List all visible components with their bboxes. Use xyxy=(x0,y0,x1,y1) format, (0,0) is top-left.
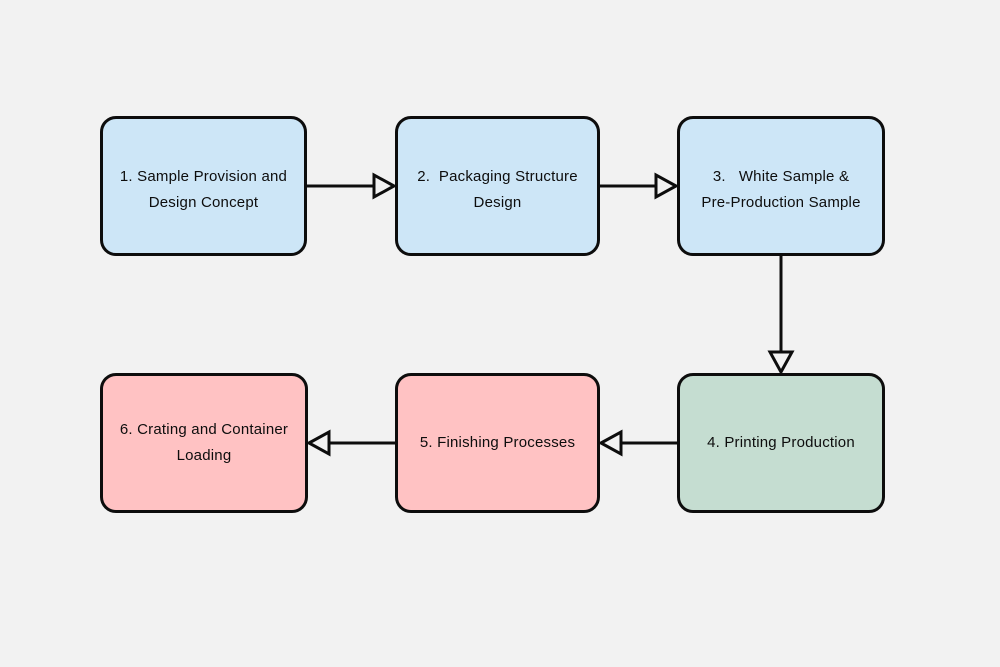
flow-node-packaging-structure: 2. Packaging Structure Design xyxy=(395,116,600,256)
arrowhead-right-icon xyxy=(372,172,398,200)
node-label-line: 6. Crating and Container xyxy=(119,421,289,438)
arrow-1-to-2 xyxy=(307,172,398,200)
node-label: 3. White Sample & Pre-Production Sample xyxy=(701,156,860,216)
node-label: 6. Crating and Container Loading xyxy=(120,417,288,469)
node-label-line: 2. Packaging Structure xyxy=(417,168,578,185)
node-label-line: Design Concept xyxy=(148,194,259,211)
node-label-line: 3. White Sample & xyxy=(712,168,850,185)
node-label-line: 5. Finishing Processes xyxy=(419,434,576,451)
flow-node-crating-loading: 6. Crating and Container Loading xyxy=(100,373,308,513)
node-label-line: Pre-Production Sample xyxy=(701,194,861,211)
flow-node-white-sample: 3. White Sample & Pre-Production Sample xyxy=(677,116,885,256)
arrowhead-down-icon xyxy=(767,350,795,376)
node-label-line: 4. Printing Production xyxy=(707,434,855,451)
node-label: 4. Printing Production xyxy=(707,430,855,456)
flow-node-sample-provision: 1. Sample Provision and Design Concept xyxy=(100,116,307,256)
arrowhead-right-icon xyxy=(654,172,680,200)
node-label: 2. Packaging Structure Design xyxy=(417,156,578,216)
arrow-2-to-3 xyxy=(600,172,680,200)
node-label: 1. Sample Provision and Design Concept xyxy=(120,156,287,216)
node-label-line: Loading xyxy=(176,447,232,464)
arrow-5-to-6 xyxy=(305,429,395,457)
arrow-3-to-4 xyxy=(767,256,795,376)
arrowhead-left-icon xyxy=(305,429,331,457)
node-label-line: 1. Sample Provision and xyxy=(119,168,288,185)
flow-node-printing-production: 4. Printing Production xyxy=(677,373,885,513)
arrow-4-to-5 xyxy=(597,429,677,457)
node-label: 5. Finishing Processes xyxy=(420,430,575,456)
flow-node-finishing-processes: 5. Finishing Processes xyxy=(395,373,600,513)
node-label-line: Design xyxy=(473,194,522,211)
arrowhead-left-icon xyxy=(597,429,623,457)
